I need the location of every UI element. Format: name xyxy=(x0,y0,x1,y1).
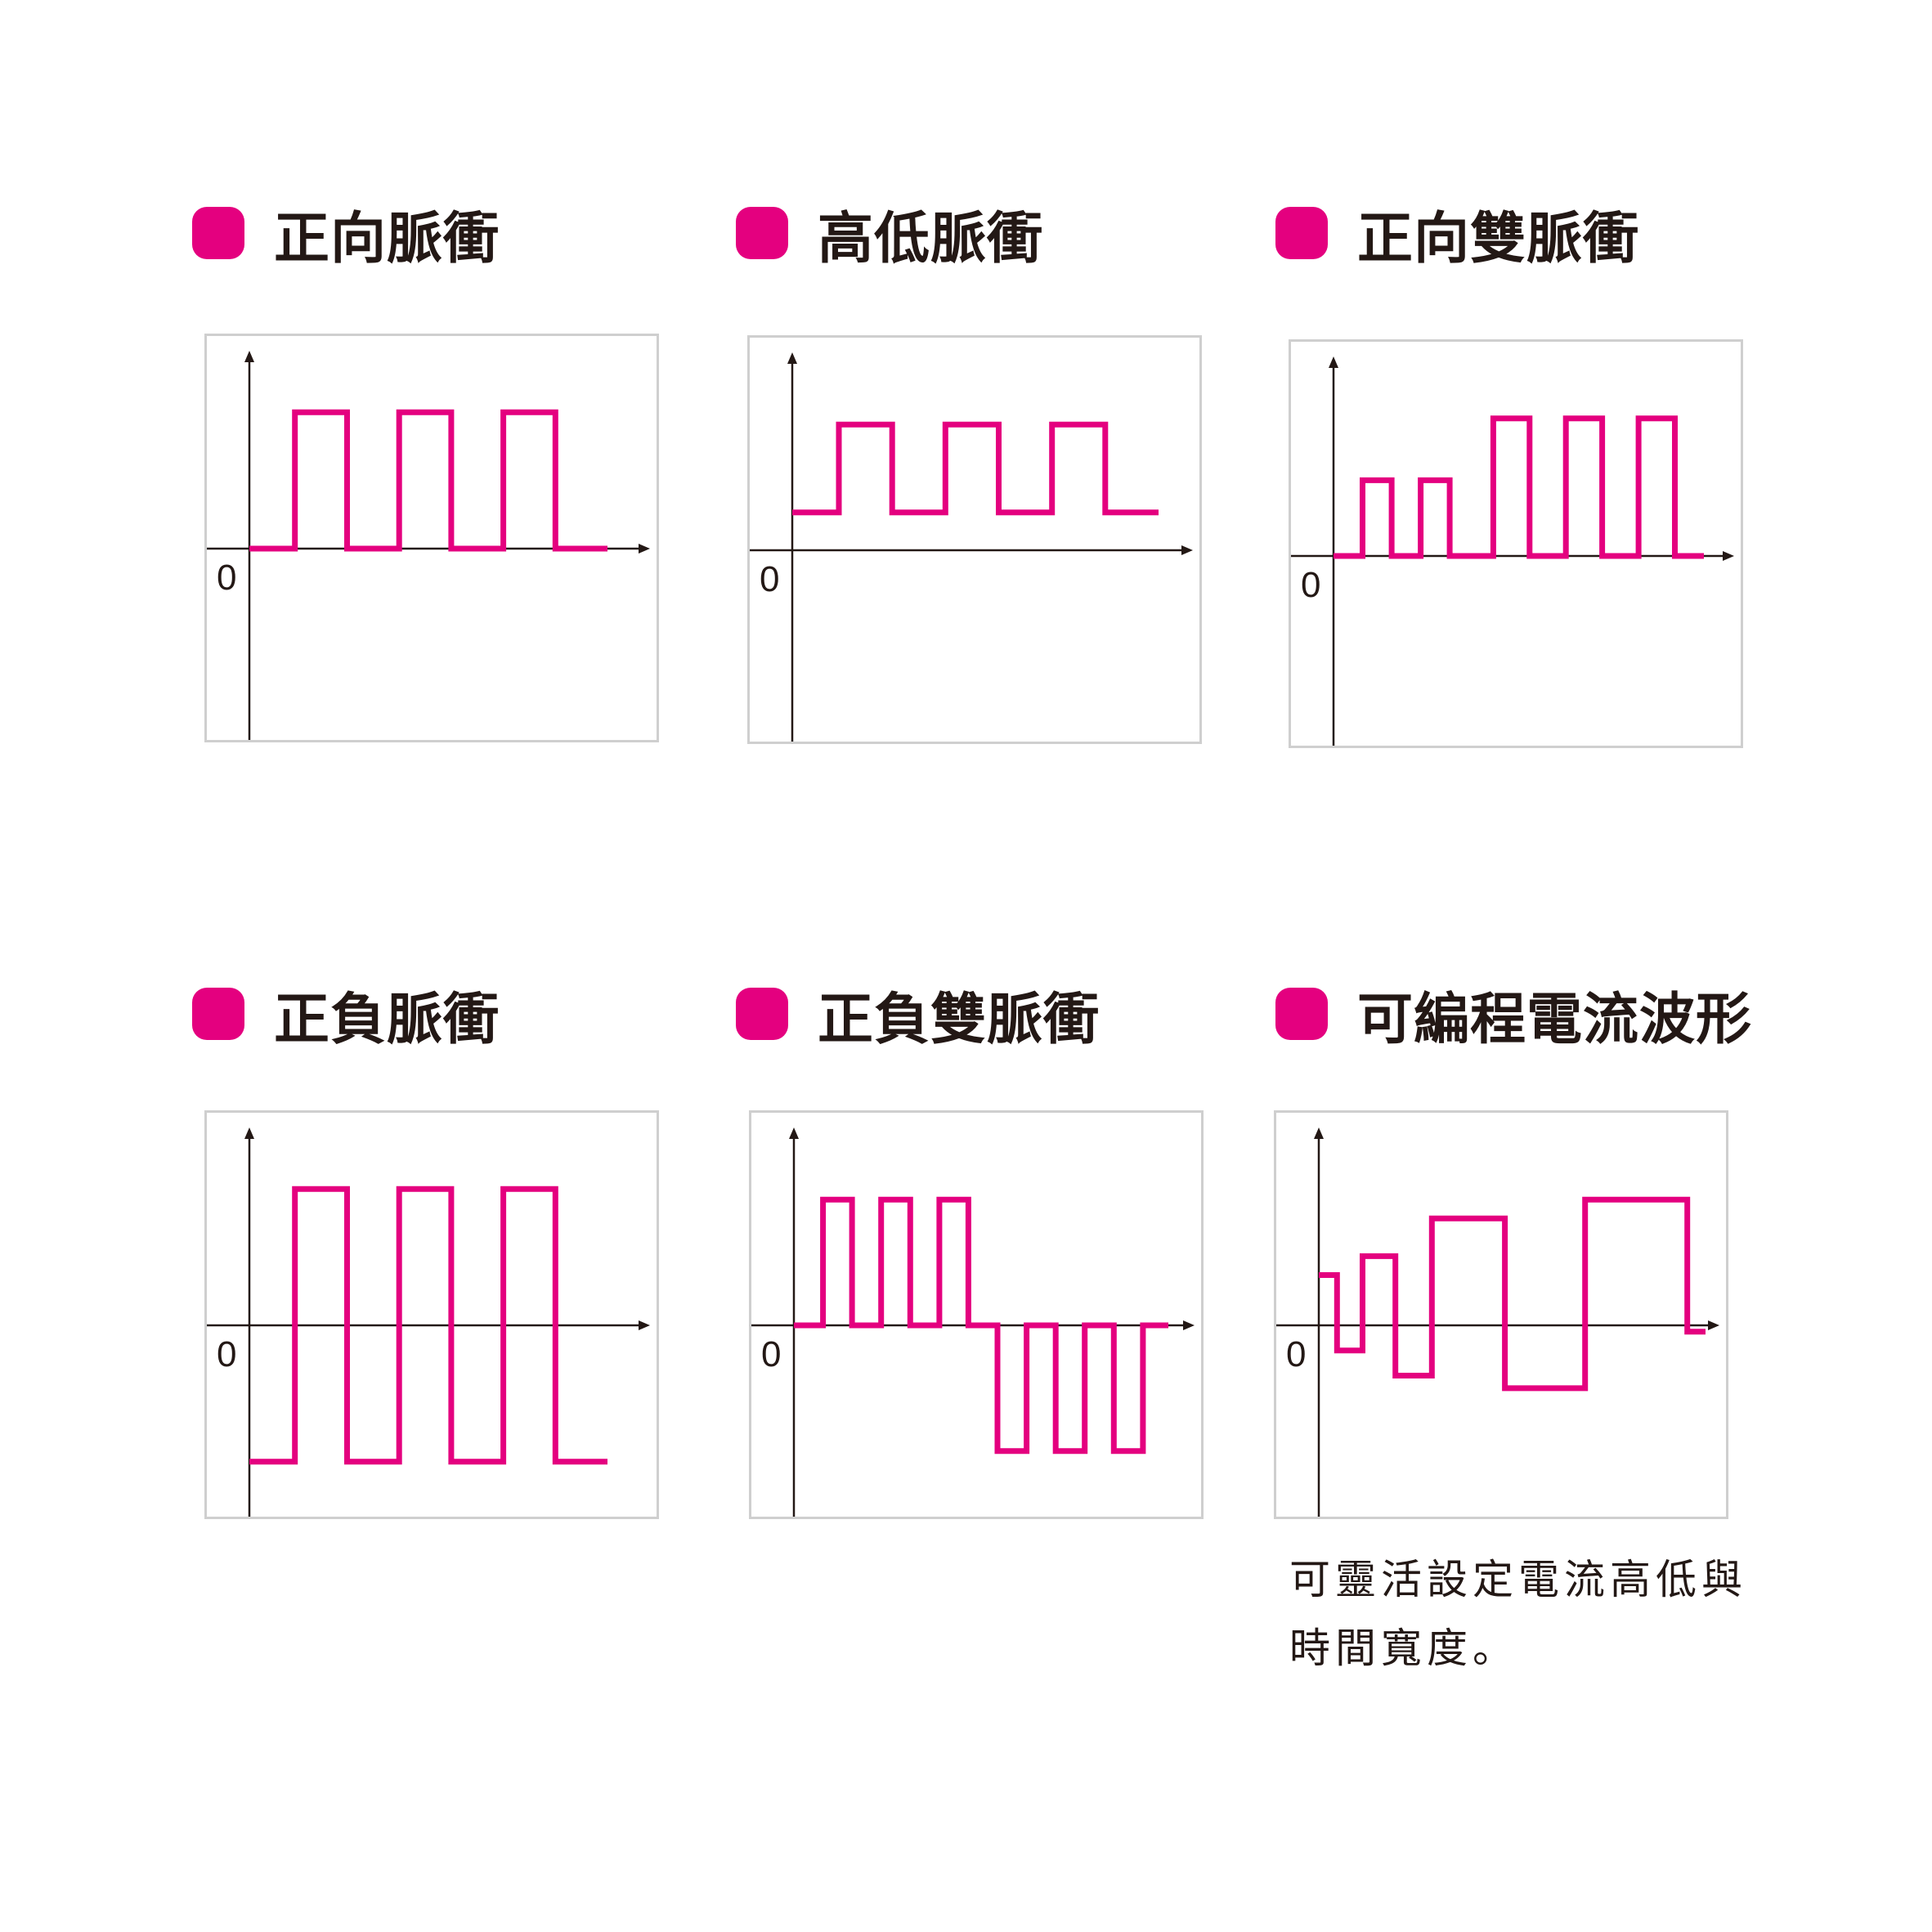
section-title: 可編程電流波形 xyxy=(1357,987,1753,1052)
x-axis-arrow-icon xyxy=(1181,545,1193,555)
section-title: 正負脈衝 xyxy=(274,987,500,1052)
waveform-chart: 0 xyxy=(751,1127,1195,1517)
x-axis-arrow-icon xyxy=(639,1320,650,1330)
waveform-line xyxy=(249,409,607,552)
title-forward-pulse: 正向脈衝 xyxy=(192,196,500,271)
waveform-line xyxy=(1334,415,1704,559)
origin-label: 0 xyxy=(217,1334,236,1374)
section-title: 正向脈衝 xyxy=(274,206,500,271)
origin-label: 0 xyxy=(1286,1334,1306,1374)
y-axis-arrow-icon xyxy=(1329,356,1338,368)
title-forward-double-pulse: 正向雙脈衝 xyxy=(1275,196,1639,271)
waveform-line xyxy=(249,1186,607,1465)
y-axis-arrow-icon xyxy=(787,352,797,364)
rounded-square-bullet-icon xyxy=(736,988,788,1040)
rounded-square-bullet-icon xyxy=(736,207,788,259)
title-pos-neg-double-pulse: 正負雙脈衝 xyxy=(736,977,1100,1052)
rounded-square-bullet-icon xyxy=(1275,988,1328,1040)
y-axis-arrow-icon xyxy=(789,1127,799,1139)
x-axis-arrow-icon xyxy=(1708,1320,1719,1330)
waveform-panel-programmable: 0 xyxy=(1274,1110,1728,1519)
rounded-square-bullet-icon xyxy=(192,988,244,1040)
waveform-line xyxy=(794,1196,1168,1455)
title-programmable-waveform: 可編程電流波形 xyxy=(1275,977,1752,1052)
programmable-note: 可靈活設定電流高低與 時間寬度。 xyxy=(1289,1545,1780,1683)
waveform-chart: 0 xyxy=(1291,356,1734,746)
x-axis-arrow-icon xyxy=(1723,551,1734,561)
rounded-square-bullet-icon xyxy=(192,207,244,259)
title-high-low-pulse: 高低脈衝 xyxy=(736,196,1043,271)
waveform-chart: 0 xyxy=(1276,1127,1719,1517)
origin-label: 0 xyxy=(761,1334,781,1374)
waveform-chart: 0 xyxy=(750,352,1193,742)
section-title: 高低脈衝 xyxy=(818,206,1044,271)
y-axis-arrow-icon xyxy=(244,1127,254,1139)
section-title: 正向雙脈衝 xyxy=(1357,206,1640,271)
x-axis-arrow-icon xyxy=(639,544,650,554)
waveform-panel-high-low: 0 xyxy=(747,335,1202,744)
title-pos-neg-pulse: 正負脈衝 xyxy=(192,977,500,1052)
note-line: 可靈活設定電流高低與 xyxy=(1289,1556,1747,1603)
y-axis-arrow-icon xyxy=(1314,1127,1324,1139)
origin-label: 0 xyxy=(217,558,236,598)
rounded-square-bullet-icon xyxy=(1275,207,1328,259)
waveform-line xyxy=(792,421,1159,516)
note-line: 時間寬度。 xyxy=(1289,1625,1518,1672)
waveform-panel-pos-neg: 0 xyxy=(204,1110,659,1519)
waveform-chart: 0 xyxy=(207,1127,650,1517)
y-axis-arrow-icon xyxy=(244,351,254,362)
origin-label: 0 xyxy=(1301,565,1320,605)
waveform-panel-pos-neg-double: 0 xyxy=(749,1110,1204,1519)
waveform-panel-forward-double: 0 xyxy=(1289,339,1743,748)
waveform-chart: 0 xyxy=(207,351,650,740)
x-axis-arrow-icon xyxy=(1183,1320,1195,1330)
section-title: 正負雙脈衝 xyxy=(818,987,1100,1052)
waveform-panel-forward: 0 xyxy=(204,334,659,742)
origin-label: 0 xyxy=(760,559,779,599)
waveform-line xyxy=(1319,1196,1706,1392)
